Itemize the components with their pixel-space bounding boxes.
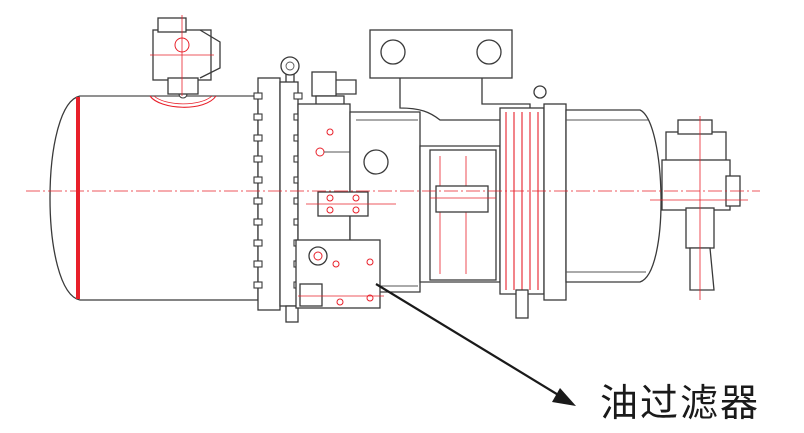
rear-housing: [285, 103, 662, 323]
oil-separator-tank: [49, 89, 259, 301]
discharge-valve: [650, 116, 748, 300]
oil-filter: [295, 239, 384, 309]
valve-manifold: [306, 191, 396, 217]
oil-filter-label: 油过滤器: [600, 381, 761, 425]
main-flange: [253, 56, 303, 311]
top-valve-block: [150, 15, 221, 96]
callout-arrow: [375, 283, 576, 406]
